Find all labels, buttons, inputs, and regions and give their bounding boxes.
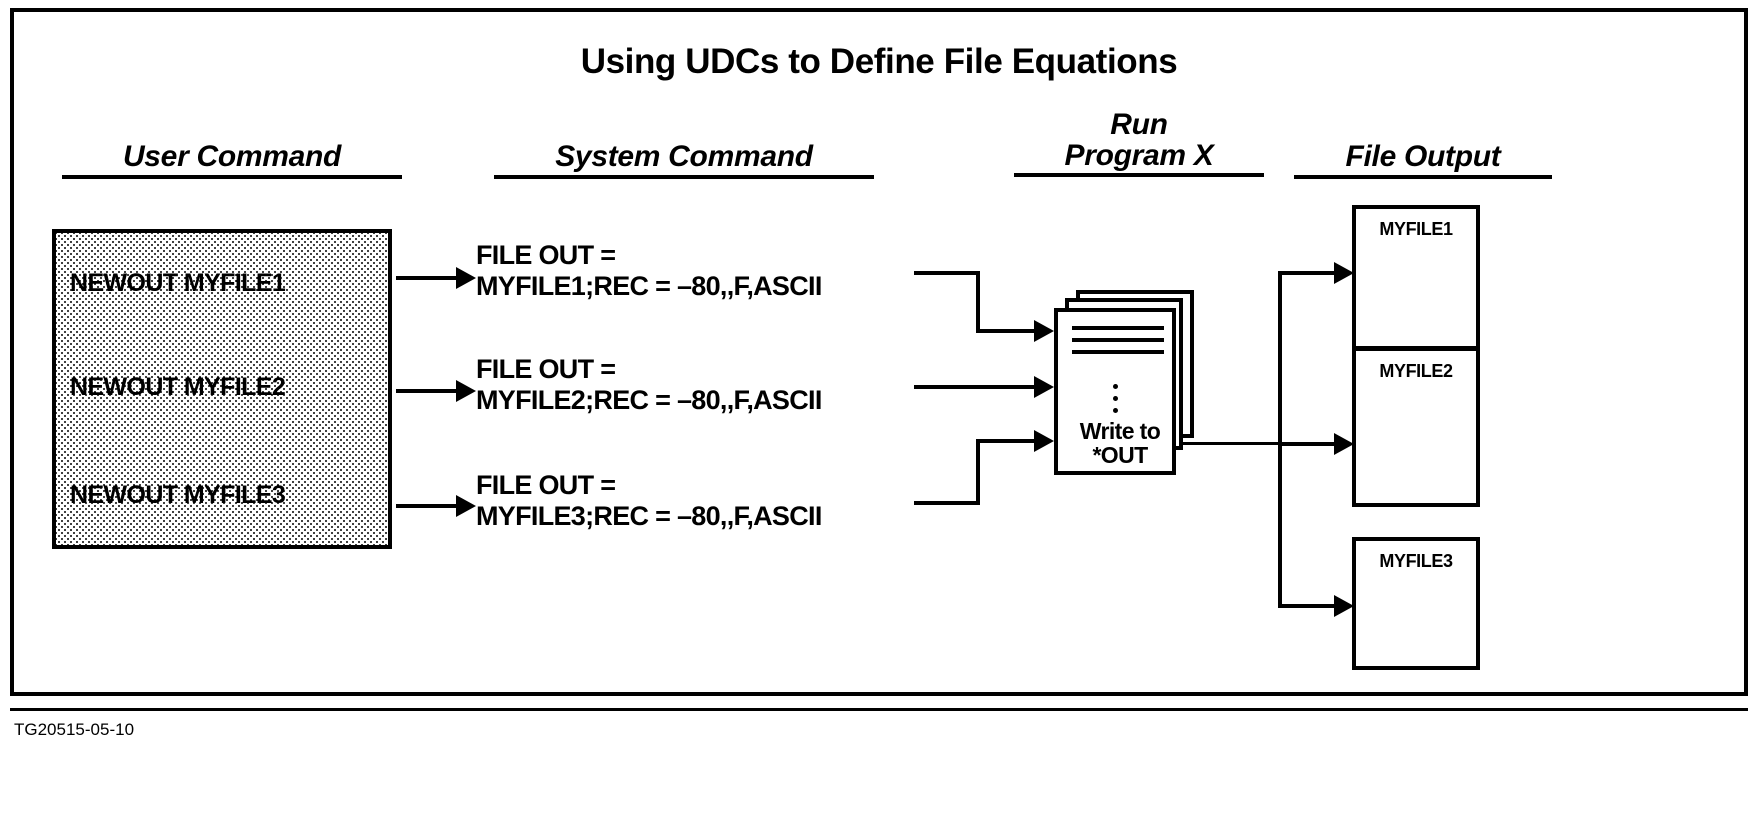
system-command-1-line1: FILE OUT = <box>476 240 616 270</box>
diagram-frame: Using UDCs to Define File Equations User… <box>10 8 1748 696</box>
diagram-title: Using UDCs to Define File Equations <box>580 42 1178 81</box>
arrow-head-user-to-system-3 <box>456 495 476 517</box>
arrow-head-output-1 <box>1334 262 1354 284</box>
arrow-head-user-to-system-1 <box>456 267 476 289</box>
arrow-head-eq2-to-program <box>1034 376 1054 398</box>
output-file-label-2: MYFILE2 <box>1379 361 1453 381</box>
column-header-user-command: User Command <box>62 140 402 179</box>
system-command-3-line2: MYFILE3;REC = –80,,F,ASCII <box>476 501 822 532</box>
arrow-head-output-2 <box>1334 433 1354 455</box>
program-write-label: Write to *OUT <box>1062 418 1178 468</box>
arrow-line-user-to-system-2 <box>396 389 458 393</box>
system-command-2: FILE OUT = MYFILE2;REC = –80,,F,ASCII <box>476 354 822 417</box>
figure-caption: TG20515-05-10 <box>14 720 135 739</box>
system-command-2-line1: FILE OUT = <box>476 354 616 384</box>
arrow-line-user-to-system-3 <box>396 504 458 508</box>
arrow-head-output-3 <box>1334 595 1354 617</box>
arrow-head-user-to-system-2 <box>456 380 476 402</box>
arrow-head-eq1-to-program <box>1034 320 1054 342</box>
user-command-3: NEWOUT MYFILE3 <box>70 481 286 509</box>
header-underline <box>62 174 402 179</box>
column-header-run-program: Run Program X <box>1014 108 1264 178</box>
arrow-head-eq3-to-program <box>1034 430 1054 452</box>
output-file-label-3: MYFILE3 <box>1379 551 1453 571</box>
system-command-1: FILE OUT = MYFILE1;REC = –80,,F,ASCII <box>476 240 822 303</box>
connector-out-trunk-vertical <box>1278 271 1282 608</box>
column-header-run-program-line2: Program X <box>1064 138 1214 172</box>
connector-eq1-vertical <box>976 271 980 333</box>
connector-eq3-vertical <box>976 439 980 505</box>
system-command-3-line1: FILE OUT = <box>476 470 616 500</box>
column-header-file-output-label: File Output <box>1345 140 1501 173</box>
connector-eq1-horizontal-bottom <box>976 329 1038 333</box>
document-text-line <box>1072 326 1164 330</box>
connector-eq3-horizontal-bottom <box>914 501 980 505</box>
output-file-label-1: MYFILE1 <box>1379 219 1453 239</box>
column-header-system-command-label: System Command <box>555 140 813 173</box>
connector-eq2-horizontal <box>914 385 1038 389</box>
header-underline <box>1014 173 1264 178</box>
user-command-box: NEWOUT MYFILE1 NEWOUT MYFILE2 NEWOUT MYF… <box>52 229 392 549</box>
output-file-box-2: MYFILE2 <box>1352 347 1480 507</box>
connector-eq1-horizontal-top <box>914 271 980 275</box>
document-sheet-front: Write to *OUT <box>1054 308 1176 475</box>
program-write-line2: *OUT <box>1092 441 1148 468</box>
column-header-user-command-label: User Command <box>122 140 342 173</box>
connector-eq3-horizontal-top <box>976 439 1038 443</box>
system-command-1-line2: MYFILE1;REC = –80,,F,ASCII <box>476 271 822 302</box>
footer-divider <box>10 708 1748 711</box>
figure-container: Using UDCs to Define File Equations User… <box>10 8 1748 808</box>
system-command-2-line2: MYFILE2;REC = –80,,F,ASCII <box>476 385 822 416</box>
connector-out-trunk-horizontal <box>1182 442 1288 445</box>
vertical-ellipsis-icon <box>1113 384 1119 420</box>
document-text-line <box>1072 338 1164 342</box>
arrow-line-user-to-system-1 <box>396 276 458 280</box>
document-text-line <box>1072 350 1164 354</box>
connector-out-branch-3 <box>1278 604 1338 608</box>
column-header-file-output: File Output <box>1294 140 1552 179</box>
connector-out-branch-2 <box>1278 442 1338 446</box>
header-underline <box>1294 174 1552 179</box>
output-file-box-3: MYFILE3 <box>1352 537 1480 670</box>
output-file-box-1: MYFILE1 <box>1352 205 1480 350</box>
connector-out-branch-1 <box>1278 271 1338 275</box>
column-header-system-command: System Command <box>494 140 874 179</box>
program-document-stack: Write to *OUT <box>1054 290 1204 475</box>
user-command-2: NEWOUT MYFILE2 <box>70 373 286 401</box>
system-command-3: FILE OUT = MYFILE3;REC = –80,,F,ASCII <box>476 470 822 533</box>
program-write-line1: Write to <box>1079 418 1161 444</box>
user-command-1: NEWOUT MYFILE1 <box>70 269 286 297</box>
header-underline <box>494 174 874 179</box>
column-header-run-program-line1: Run <box>1110 108 1168 141</box>
